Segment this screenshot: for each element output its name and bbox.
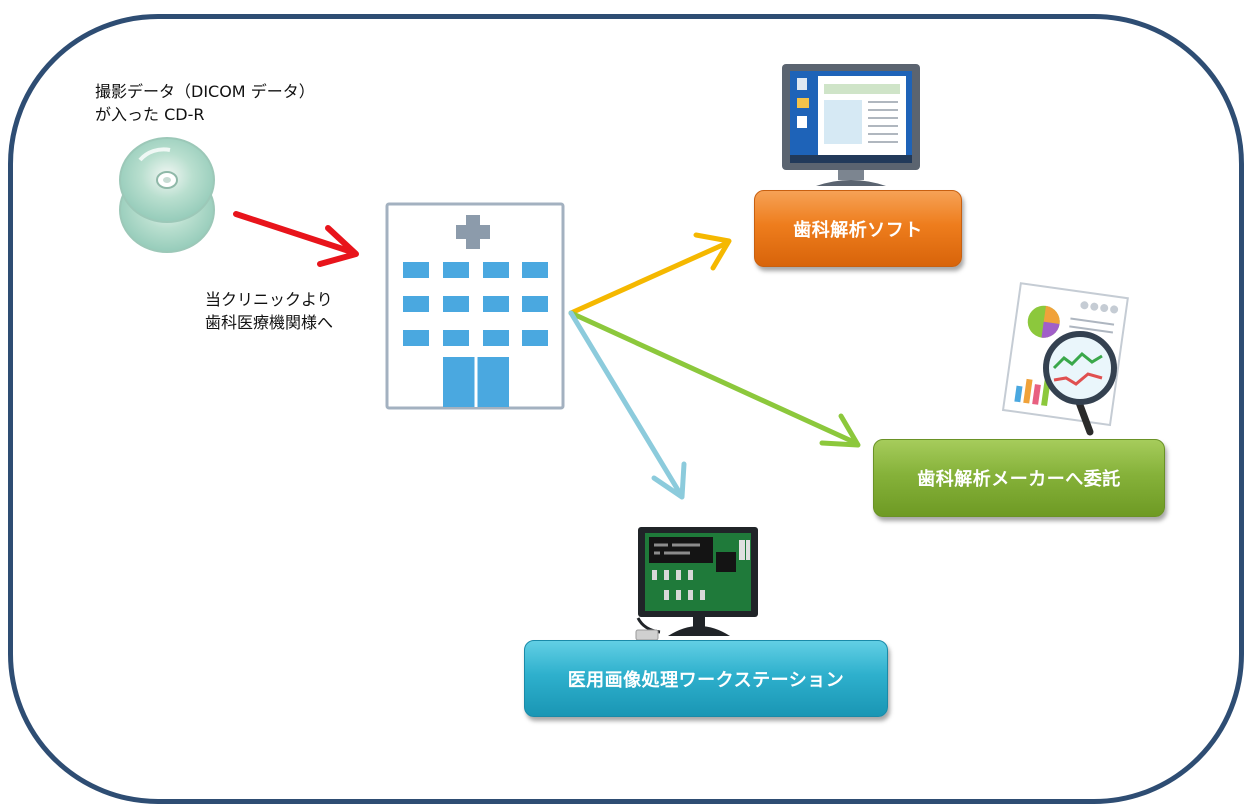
diagram-graphics (119, 64, 1129, 641)
cd-disc-icon (119, 137, 215, 253)
desktop-monitor-icon (782, 64, 920, 186)
cdr-label-line2: が入った CD-R (95, 105, 205, 124)
workstation-button[interactable]: 医用画像処理ワークステーション (524, 640, 888, 717)
arrow-to-workstation (568, 310, 687, 500)
hospital-icon (385, 202, 565, 410)
workstation-monitor-icon (635, 527, 758, 641)
cdr-label: 撮影データ（DICOM データ） が入った CD-R (95, 80, 315, 126)
arrow-to-maker (568, 310, 861, 448)
arrow-to-software (568, 232, 732, 316)
software-button[interactable]: 歯科解析ソフト (754, 190, 962, 267)
report-magnifier-icon (1001, 282, 1129, 436)
clinic-label: 当クリニックより 歯科医療機関様へ (205, 288, 333, 334)
clinic-label-line2: 歯科医療機関様へ (205, 313, 334, 332)
clinic-label-line1: 当クリニックより (205, 290, 333, 309)
arrow-cd-to-hospital (233, 211, 359, 267)
diagram-canvas: 撮影データ（DICOM データ） が入った CD-R 当クリニックより 歯科医療… (8, 14, 1244, 804)
cdr-label-line1: 撮影データ（DICOM データ） (95, 82, 315, 101)
maker-button[interactable]: 歯科解析メーカーへ委託 (873, 439, 1165, 517)
